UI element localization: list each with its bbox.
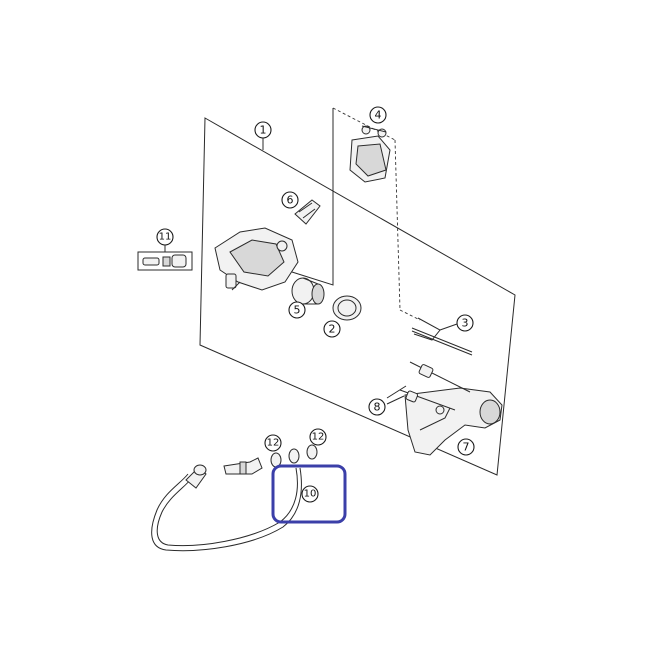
bleed-screw: [142, 254, 187, 268]
bleed-screw-frame: [137, 251, 193, 271]
callout-2: 2: [323, 320, 341, 338]
callout-11: 11: [156, 228, 174, 246]
brake-hose: [151, 464, 302, 552]
callout-3: 3: [456, 314, 474, 332]
piston-seals: [332, 295, 362, 321]
leader-line-8: [386, 385, 407, 399]
assembly-frame: [199, 117, 516, 476]
pad-dash-2: [394, 139, 401, 311]
piston: [291, 277, 325, 305]
callout-7-label: 7: [463, 441, 470, 454]
callout-4: 4: [369, 106, 387, 124]
pad-dash-3: [399, 309, 421, 321]
callout-2-label: 2: [329, 323, 336, 336]
callout-11-label: 11: [159, 232, 172, 243]
callout-10-label: 10: [304, 489, 317, 500]
pad-dash-1: [332, 107, 396, 141]
callout-5-label: 5: [294, 304, 301, 317]
washer-right: [306, 444, 318, 460]
caliper-body: [214, 227, 299, 291]
callout-7: 7: [457, 438, 475, 456]
guide-pins: [399, 361, 471, 411]
caliper-bracket: [404, 387, 503, 456]
callout-4-label: 4: [375, 109, 382, 122]
highlight-box: [271, 464, 347, 524]
callout-12a: 12: [264, 434, 282, 452]
callout-10: 10: [301, 485, 319, 503]
leader-line-8b: [386, 395, 405, 405]
callout-6-label: 6: [287, 194, 294, 207]
washer-middle: [288, 448, 300, 464]
banjo-bolt: [223, 457, 263, 475]
pad-pin: [411, 317, 473, 356]
callout-6: 6: [281, 191, 299, 209]
callout-1-label: 1: [260, 124, 267, 137]
callout-8-label: 8: [374, 401, 381, 414]
pad-frame: [291, 108, 334, 286]
callout-3-label: 3: [462, 317, 469, 330]
pad-spring: [294, 199, 321, 225]
leader-line-3: [439, 323, 458, 331]
callout-12a-label: 12: [267, 438, 280, 449]
callout-12b: 12: [309, 428, 327, 446]
brake-pads: [349, 125, 391, 183]
callout-8: 8: [368, 398, 386, 416]
callout-5: 5: [288, 301, 306, 319]
callout-12b-label: 12: [312, 432, 325, 443]
callout-1: 1: [254, 121, 272, 139]
